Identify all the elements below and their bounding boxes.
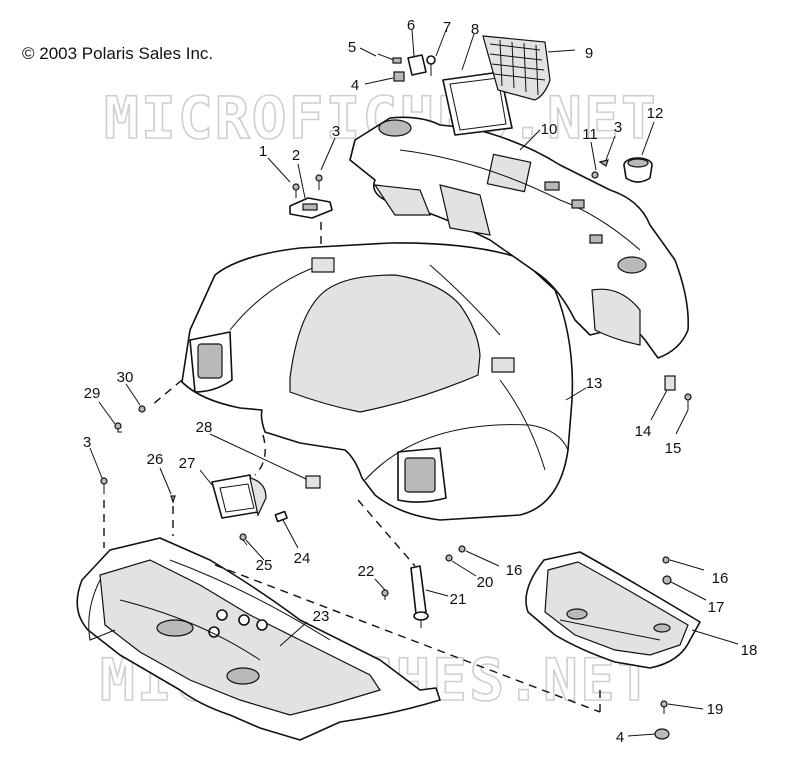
callout-11: 11 <box>582 126 598 143</box>
washer-part <box>591 171 599 179</box>
callout-15: 15 <box>665 440 682 457</box>
callout-18: 18 <box>741 642 758 659</box>
callout-6: 6 <box>407 17 415 34</box>
nut-30-part <box>138 405 146 413</box>
pin-24-part <box>274 510 288 523</box>
copyright-notice: © 2003 Polaris Sales Inc. <box>22 44 214 63</box>
callout-24: 24 <box>294 550 311 567</box>
callout-28: 28 <box>196 419 213 436</box>
storage-tub-part <box>525 551 701 669</box>
clip-28-part <box>305 475 321 489</box>
callout-25: 25 <box>256 557 273 574</box>
washer-20-part <box>445 554 453 562</box>
strap-21-part <box>410 565 429 628</box>
bracket-part <box>289 174 333 219</box>
dash-panel-part <box>349 116 690 359</box>
callout-8: 8 <box>471 21 479 38</box>
callout-3-top: 3 <box>332 123 340 140</box>
callout-labels: 1 2 3 3 3 4 4 5 6 7 8 9 10 11 12 13 14 1… <box>83 17 758 746</box>
callout-17: 17 <box>708 599 725 616</box>
cap-part <box>623 157 653 183</box>
nut-16-center-part <box>458 545 466 553</box>
callout-27: 27 <box>179 455 196 472</box>
callout-14: 14 <box>635 423 652 440</box>
assembly-lines <box>103 222 601 713</box>
hardware-cluster-top <box>377 53 436 82</box>
callout-3-right: 3 <box>614 119 622 136</box>
leader-lines <box>89 29 739 737</box>
light-part <box>211 474 267 519</box>
rear-cab-part <box>181 242 574 521</box>
callout-7: 7 <box>443 19 451 36</box>
callout-1: 1 <box>259 143 267 160</box>
bolt-15-part <box>684 393 692 410</box>
callout-23: 23 <box>313 608 330 625</box>
floor-tray-part <box>76 537 441 741</box>
screw-26-part <box>170 495 176 504</box>
callout-10: 10 <box>541 121 558 138</box>
callout-13: 13 <box>586 375 603 392</box>
callout-16-center: 16 <box>506 562 523 579</box>
callout-21: 21 <box>450 591 467 608</box>
callout-29: 29 <box>84 385 101 402</box>
grommet-4-bottom-part <box>654 728 670 740</box>
callout-2: 2 <box>292 147 300 164</box>
callout-3-left: 3 <box>83 434 91 451</box>
callout-4-top: 4 <box>351 77 359 94</box>
clip-part <box>664 375 676 391</box>
bolt-3-left-part <box>100 477 108 494</box>
callout-20: 20 <box>477 574 494 591</box>
callout-22: 22 <box>358 563 375 580</box>
callout-12: 12 <box>647 105 664 122</box>
washer-17-part <box>662 575 672 585</box>
bolt-19-part <box>660 700 668 714</box>
callout-30: 30 <box>117 369 134 386</box>
callout-5: 5 <box>348 39 356 56</box>
screw-part <box>598 159 609 167</box>
nut-16-right-part <box>662 556 670 564</box>
screw-22-part <box>381 589 389 600</box>
callout-16-right: 16 <box>712 570 729 587</box>
callout-9: 9 <box>585 45 593 62</box>
callout-19: 19 <box>707 701 724 718</box>
callout-26: 26 <box>147 451 164 468</box>
bolt-29-part <box>114 422 122 433</box>
callout-4-bottom: 4 <box>616 729 624 746</box>
screw-25-part <box>239 533 248 546</box>
vent-part <box>442 35 551 136</box>
